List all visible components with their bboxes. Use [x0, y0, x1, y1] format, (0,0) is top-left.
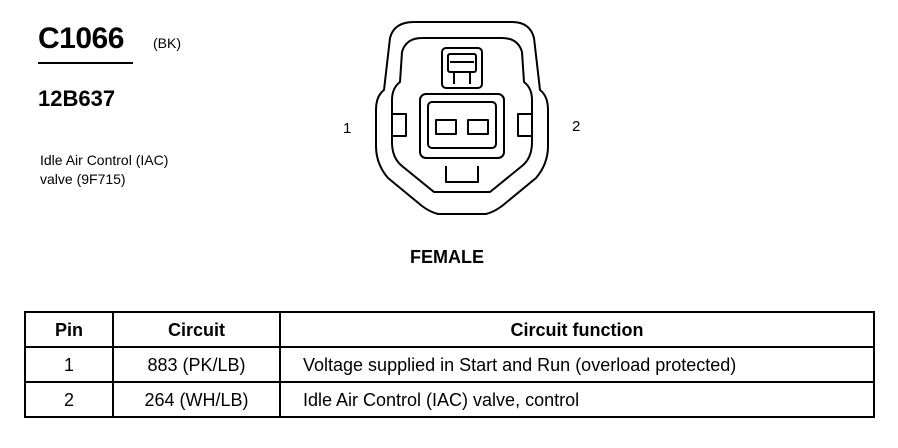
locking-latch-outer	[441, 47, 483, 89]
table-row: 2 264 (WH/LB) Idle Air Control (IAC) val…	[24, 381, 875, 418]
connector-key	[445, 166, 479, 183]
connector-outer-housing	[375, 21, 549, 215]
row-circuit: 883 (PK/LB)	[112, 346, 281, 383]
header-circuit-function: Circuit function	[279, 311, 875, 348]
pinout-table: Pin Circuit Circuit function 1 883 (PK/L…	[24, 311, 875, 418]
row-pin: 2	[24, 381, 114, 418]
pin-1-label: 1	[343, 120, 352, 137]
row-pin: 1	[24, 346, 114, 383]
title-underline	[38, 62, 133, 64]
part-number: 12B637	[38, 86, 116, 111]
terminal-cavity-outer	[419, 93, 505, 159]
component-description: Idle Air Control (IAC) valve (9F715)	[40, 151, 260, 189]
pin-2-terminal	[467, 119, 489, 135]
connector-id: C1066	[38, 22, 124, 55]
pin-1-terminal	[435, 119, 457, 135]
row-circuit: 264 (WH/LB)	[112, 381, 281, 418]
pin-2-label: 2	[572, 118, 581, 135]
connector-inner-housing	[391, 37, 533, 193]
component-line-2: valve (9F715)	[40, 170, 126, 187]
connector-face-drawing	[375, 21, 549, 215]
header-pin: Pin	[24, 311, 114, 348]
row-circuit-function: Voltage supplied in Start and Run (overl…	[279, 346, 875, 383]
terminal-cavity-inner	[427, 101, 497, 149]
table-header-row: Pin Circuit Circuit function	[24, 311, 875, 348]
locking-latch-inner	[447, 53, 477, 73]
connector-color: (BK)	[153, 35, 181, 51]
header-circuit: Circuit	[112, 311, 281, 348]
row-circuit-function: Idle Air Control (IAC) valve, control	[279, 381, 875, 418]
connector-gender-label: FEMALE	[410, 247, 484, 267]
component-line-1: Idle Air Control (IAC)	[40, 152, 169, 168]
table-row: 1 883 (PK/LB) Voltage supplied in Start …	[24, 346, 875, 383]
